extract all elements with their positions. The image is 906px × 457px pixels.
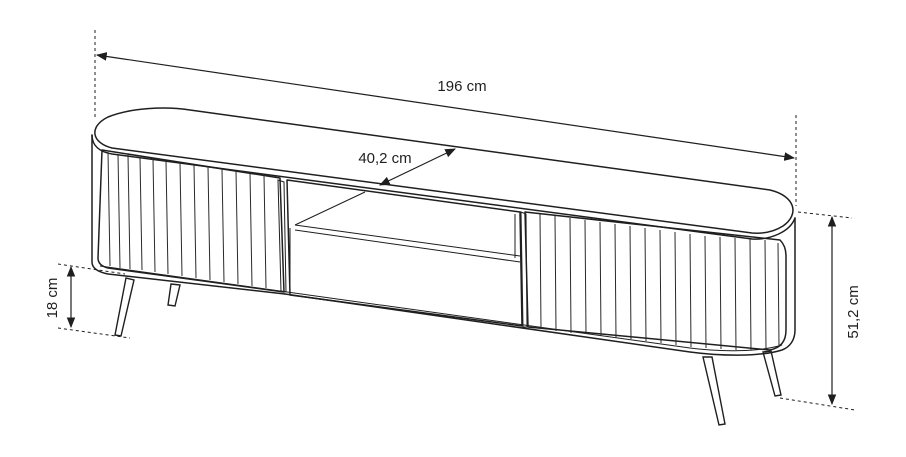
dimension-depth: 40,2 cm	[358, 148, 456, 186]
left-door-slats	[107, 151, 267, 289]
length-label: 196 cm	[437, 78, 486, 95]
right-door-slats	[539, 213, 780, 351]
total-height-label: 51,2 cm	[845, 285, 862, 338]
dimension-total-height: 51,2 cm	[779, 211, 862, 411]
leg-back-right	[762, 350, 782, 397]
legs	[114, 277, 782, 426]
leg-height-label: 18 cm	[44, 278, 61, 319]
cabinet-top	[94, 107, 794, 234]
leg-front-left	[114, 277, 135, 337]
dimension-leg-height: 18 cm	[44, 263, 131, 339]
leg-front-right	[702, 356, 726, 426]
dimension-length: 196 cm	[94, 30, 797, 206]
depth-label: 40,2 cm	[358, 150, 411, 167]
leg-back-left	[167, 283, 181, 307]
cabinet-body	[91, 107, 796, 356]
